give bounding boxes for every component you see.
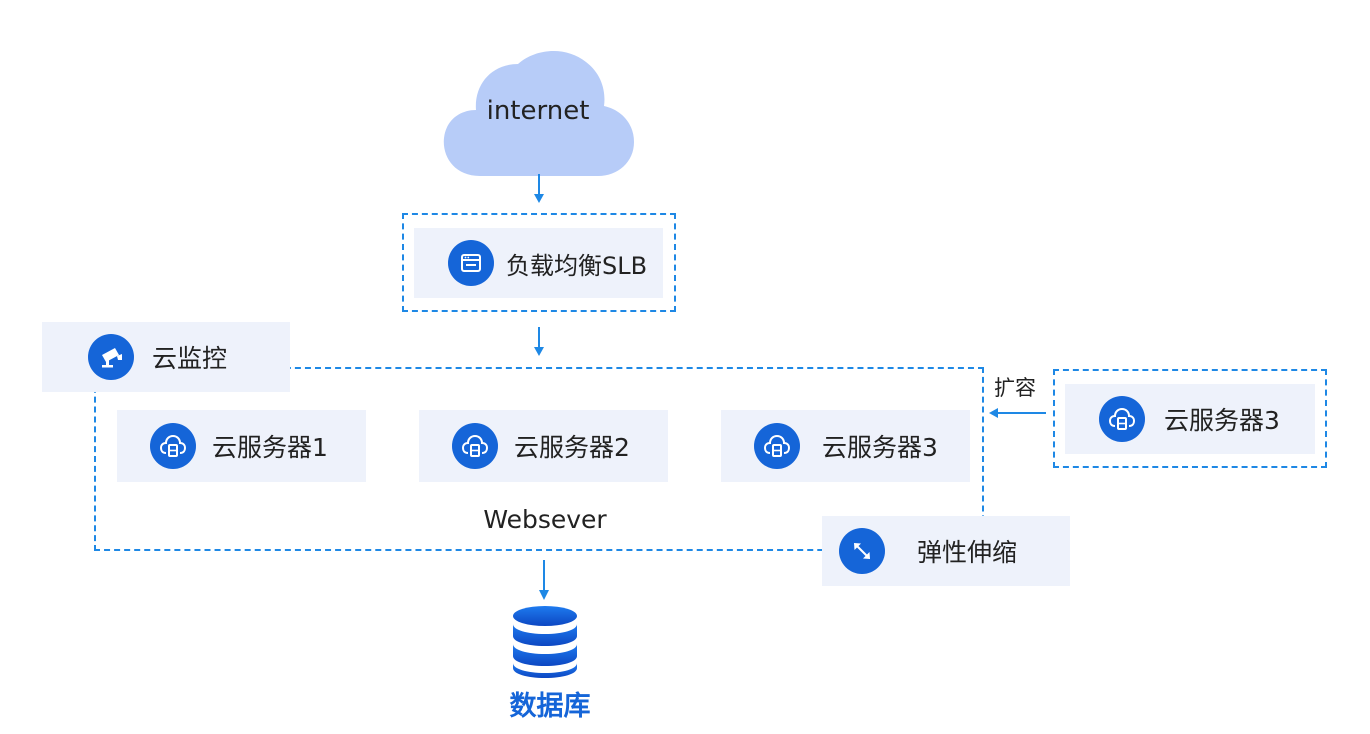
- extra-server-label: 云服务器3: [1164, 406, 1280, 435]
- monitor-card[interactable]: 云监控: [42, 322, 290, 392]
- scaling-label: 弹性伸缩: [917, 538, 1018, 567]
- webserver-group: [94, 367, 984, 551]
- internet-cloud: internet: [440, 40, 636, 178]
- server-card-1[interactable]: 云服务器1: [117, 410, 366, 482]
- camera-icon: [88, 334, 134, 380]
- cloud-server-icon: [150, 423, 196, 469]
- arrow-internet-to-slb: [534, 174, 544, 203]
- slb-card[interactable]: 负载均衡SLB: [414, 228, 663, 298]
- arrow-slb-to-servers: [534, 327, 544, 356]
- server-card-3[interactable]: 云服务器3: [721, 410, 970, 482]
- extra-server-card[interactable]: 云服务器3: [1065, 384, 1315, 454]
- internet-label: internet: [486, 96, 590, 126]
- expand-label: 扩容: [994, 376, 1036, 400]
- resize-arrows-icon: [839, 528, 885, 574]
- database-label: 数据库: [509, 691, 591, 722]
- slb-label: 负载均衡SLB: [506, 251, 648, 280]
- server-label-1: 云服务器1: [212, 433, 328, 462]
- cloud-server-icon: [1099, 396, 1145, 442]
- server-label-3: 云服务器3: [822, 433, 938, 462]
- monitor-label: 云监控: [152, 344, 228, 373]
- arrow-servers-to-database: [539, 560, 549, 600]
- browser-window-icon: [448, 240, 494, 286]
- cloud-server-icon: [754, 423, 800, 469]
- server-label-2: 云服务器2: [514, 433, 630, 462]
- extra-server-container: [1053, 369, 1327, 468]
- cloud-server-icon: [452, 423, 498, 469]
- cloud-icon: [443, 50, 634, 176]
- arrow-expand: [989, 408, 1046, 418]
- webserver-group-label: Websever: [483, 505, 607, 534]
- database-icon: [512, 606, 578, 678]
- server-card-2[interactable]: 云服务器2: [419, 410, 668, 482]
- slb-container: [402, 213, 676, 312]
- scaling-card[interactable]: 弹性伸缩: [822, 516, 1070, 586]
